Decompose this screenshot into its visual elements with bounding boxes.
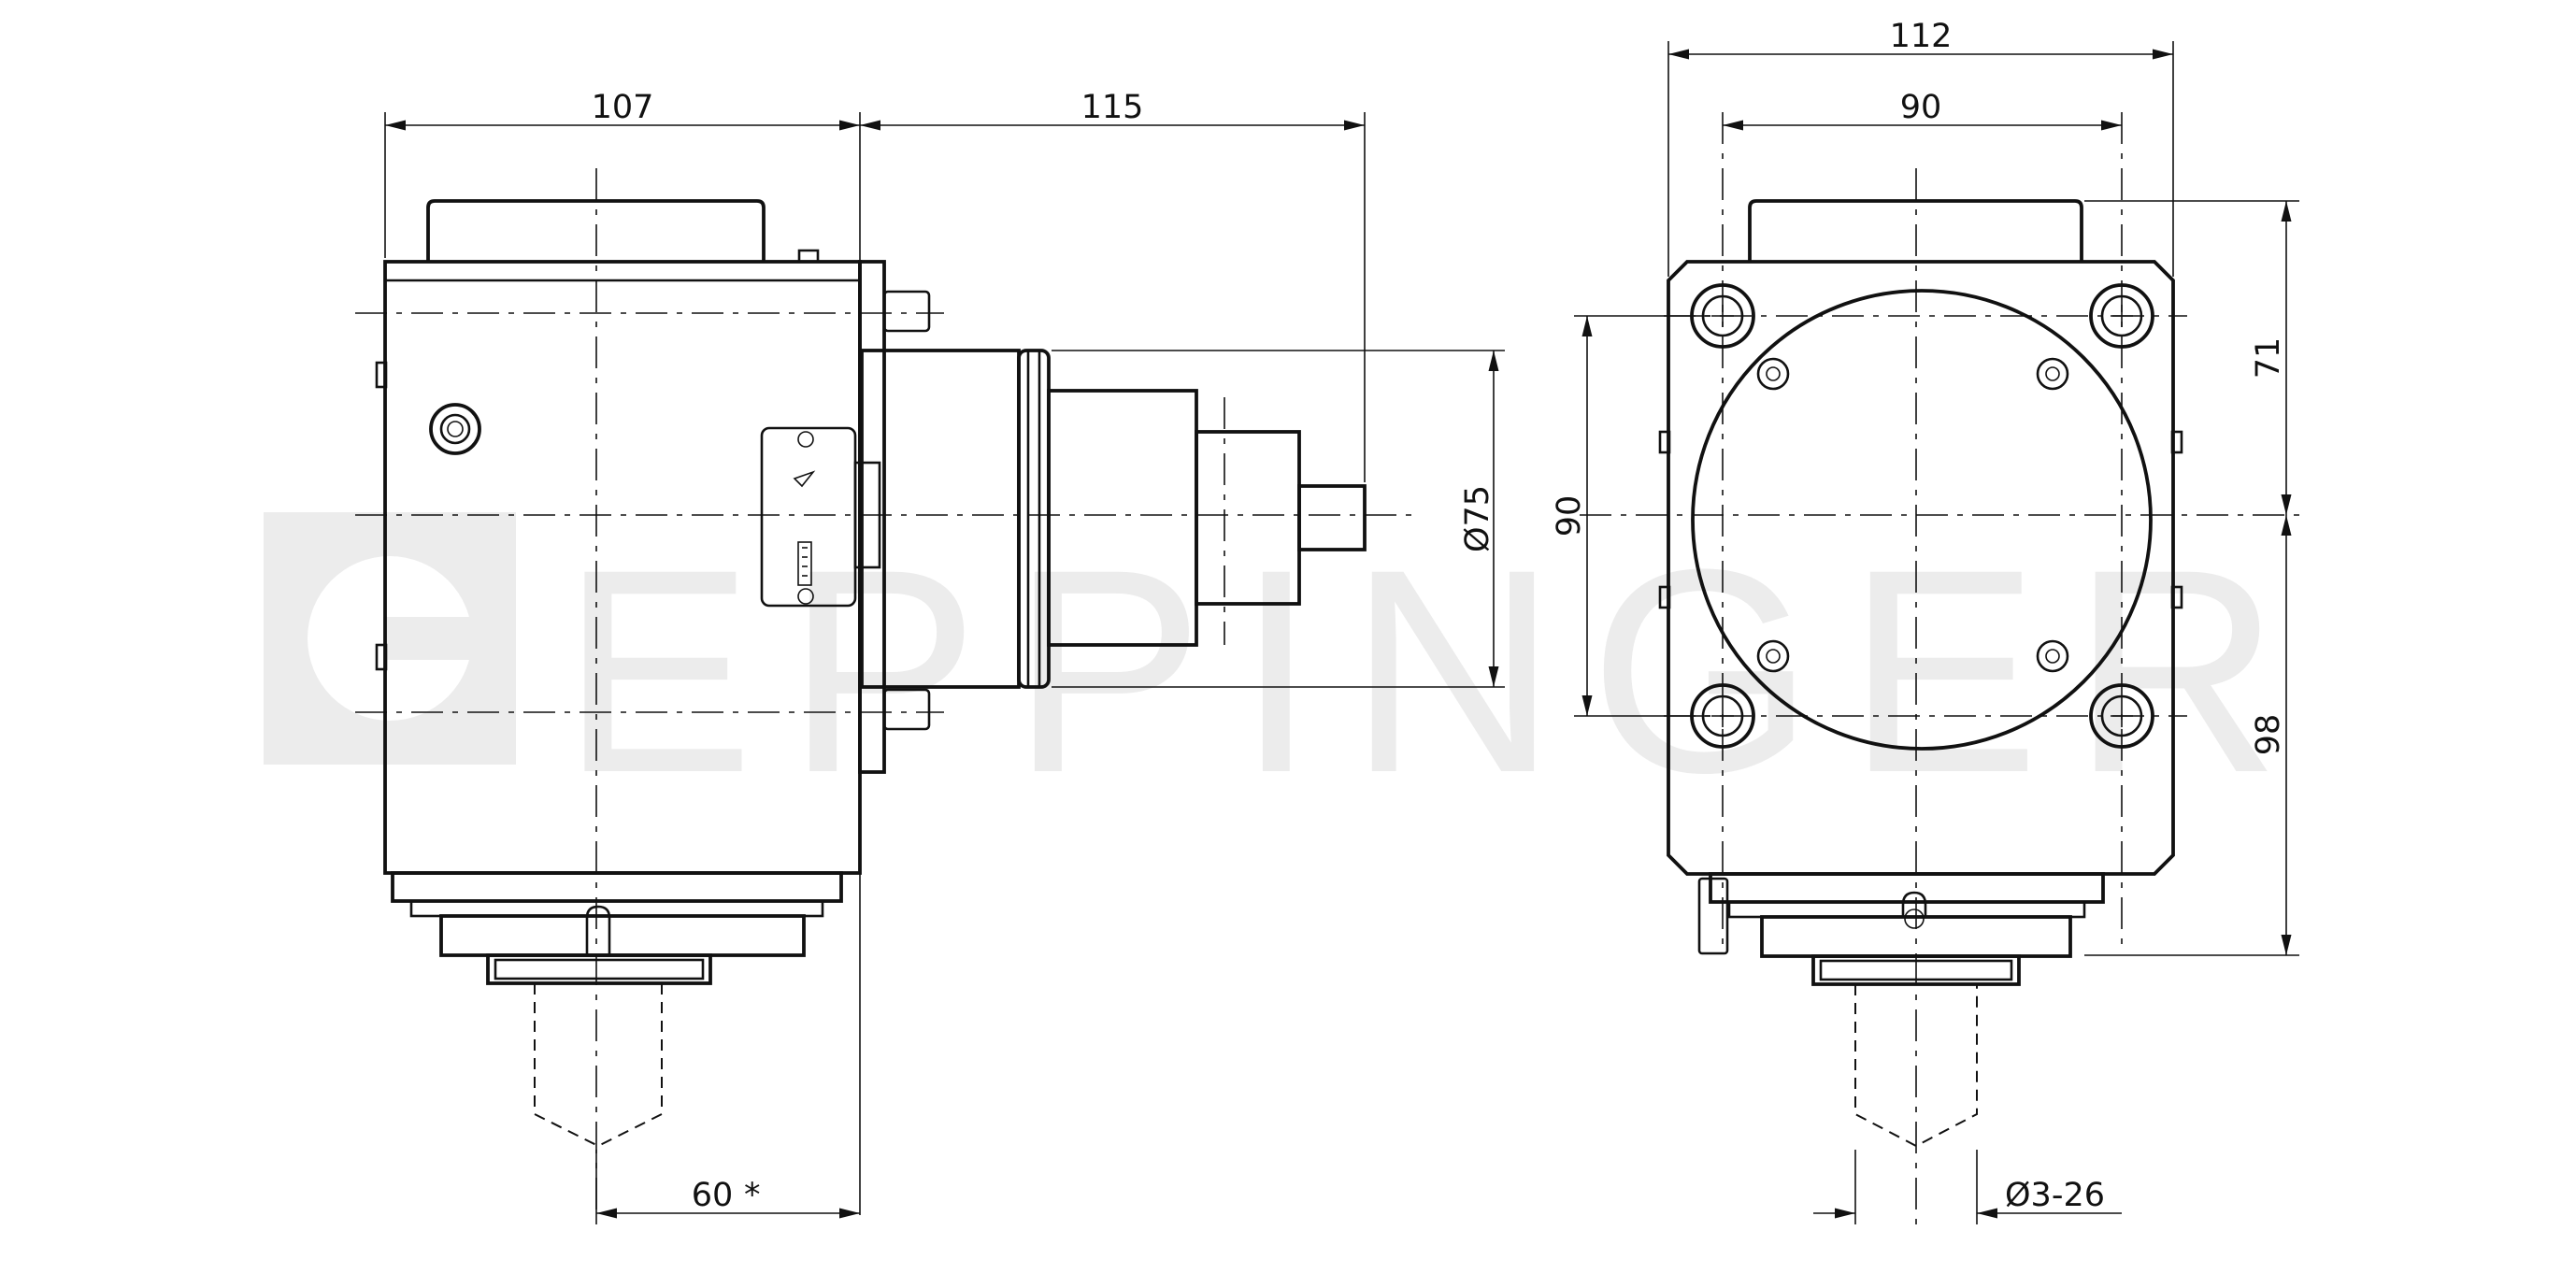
side-dimensions: 107 115 60 * Ø75 (384, 89, 1505, 1224)
front-view (1580, 112, 2299, 1224)
dim-front-height-71: 71 (2250, 337, 2287, 379)
side-view (355, 168, 1421, 1215)
dim-side-shaft: 115 (1081, 89, 1144, 126)
watermark: EPPINGER (264, 508, 2312, 833)
dim-side-width: 107 (592, 89, 654, 126)
dim-collet-range: Ø3-26 (2005, 1177, 2105, 1214)
dim-front-width-90: 90 (1900, 89, 1942, 126)
dim-front-height-98: 98 (2250, 714, 2287, 756)
dim-front-height-90: 90 (1551, 495, 1588, 537)
watermark-text: EPPINGER (561, 508, 2312, 833)
dim-front-width-112: 112 (1890, 18, 1953, 55)
dim-diameter-75: Ø75 (1459, 485, 1496, 552)
dim-side-offset: 60 (692, 1177, 734, 1214)
dim-side-offset-mark: * (744, 1177, 761, 1214)
front-dimensions: 112 90 90 71 98 Ø3-26 (1551, 18, 2299, 1224)
eppinger-logo-mark (264, 512, 516, 765)
